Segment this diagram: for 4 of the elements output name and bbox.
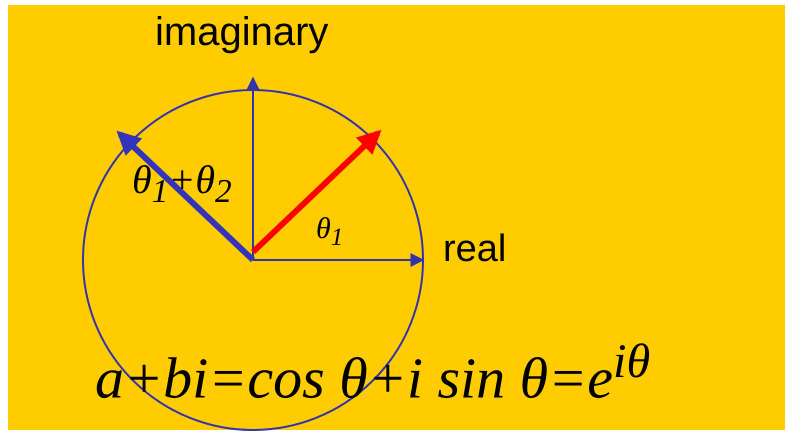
- angle-label: θ$_{1}$: [316, 214, 344, 250]
- axis-label: imaginary: [155, 12, 328, 52]
- angle-label: θ$_{1}$+θ$_{2}$: [132, 160, 232, 208]
- axis-label: real: [443, 230, 506, 268]
